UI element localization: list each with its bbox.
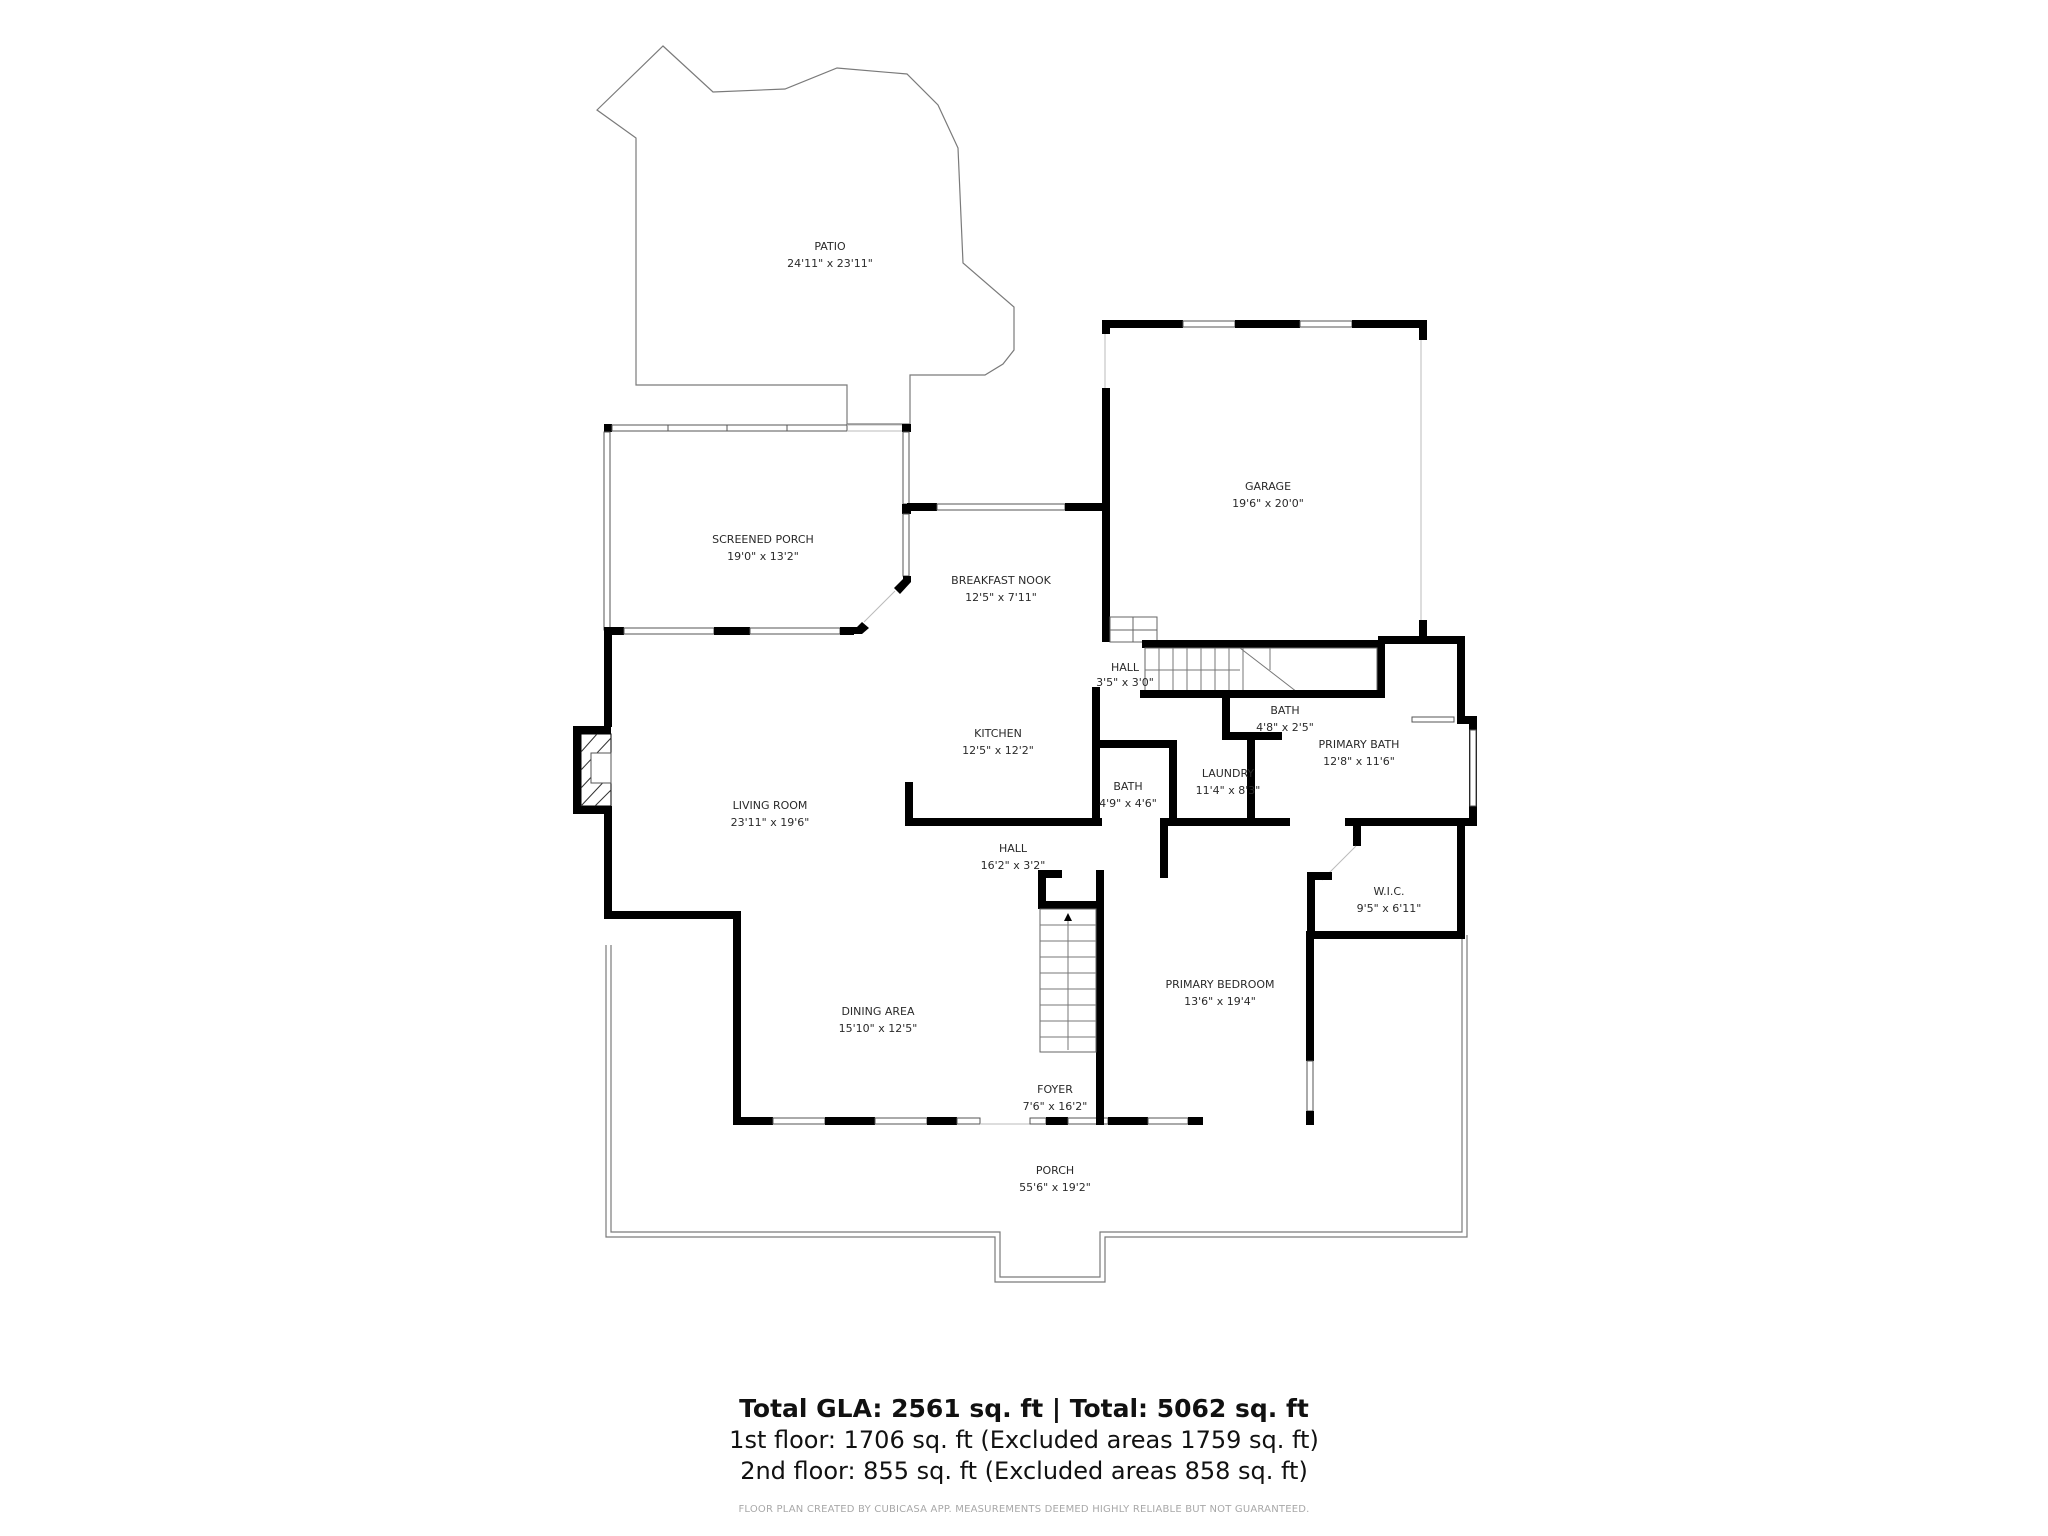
svg-text:W.I.C.: W.I.C. <box>1373 885 1404 898</box>
room-kitchen: KITCHEN 12'5" x 12'2" <box>962 727 1034 757</box>
exterior-walls <box>573 627 1464 1125</box>
room-porch: PORCH 55'6" x 19'2" <box>1019 1164 1091 1194</box>
svg-text:BATH: BATH <box>1113 780 1142 793</box>
svg-text:13'6" x 19'4": 13'6" x 19'4" <box>1184 995 1256 1008</box>
screened-porch-walls <box>603 424 911 635</box>
room-hall: HALL 16'2" x 3'2" <box>981 842 1046 872</box>
total-area-summary: Total GLA: 2561 sq. ft | Total: 5062 sq.… <box>739 1394 1309 1423</box>
svg-text:SCREENED PORCH: SCREENED PORCH <box>712 533 814 546</box>
room-laundry: LAUNDRY 11'4" x 8'3" <box>1196 767 1261 797</box>
room-hall-small: HALL 3'5" x 3'0" <box>1096 661 1154 689</box>
second-floor-area: 2nd floor: 855 sq. ft (Excluded areas 85… <box>740 1457 1308 1485</box>
svg-text:15'10" x 12'5": 15'10" x 12'5" <box>839 1022 918 1035</box>
svg-text:19'0" x 13'2": 19'0" x 13'2" <box>727 550 799 563</box>
room-dining-area: DINING AREA 15'10" x 12'5" <box>839 1005 918 1035</box>
foyer-stairs <box>1039 908 1097 1053</box>
svg-text:LAUNDRY: LAUNDRY <box>1202 767 1255 780</box>
svg-text:3'5" x 3'0": 3'5" x 3'0" <box>1096 676 1154 689</box>
svg-text:19'6" x 20'0": 19'6" x 20'0" <box>1232 497 1304 510</box>
svg-text:12'5" x 7'11": 12'5" x 7'11" <box>965 591 1037 604</box>
room-foyer: FOYER 7'6" x 16'2" <box>1023 1083 1088 1113</box>
svg-text:9'5" x 6'11": 9'5" x 6'11" <box>1357 902 1422 915</box>
svg-text:BATH: BATH <box>1270 704 1299 717</box>
svg-text:GARAGE: GARAGE <box>1245 480 1291 493</box>
svg-text:HALL: HALL <box>1111 661 1140 674</box>
svg-text:DINING AREA: DINING AREA <box>841 1005 915 1018</box>
svg-text:12'5" x 12'2": 12'5" x 12'2" <box>962 744 1034 757</box>
hall-stairs <box>1140 647 1385 698</box>
svg-text:4'9" x 4'6": 4'9" x 4'6" <box>1099 797 1157 810</box>
svg-text:LIVING ROOM: LIVING ROOM <box>733 799 808 812</box>
room-bath: BATH 4'9" x 4'6" <box>1099 780 1157 810</box>
room-breakfast-nook: BREAKFAST NOOK 12'5" x 7'11" <box>951 574 1051 604</box>
interior-walls <box>905 687 1460 935</box>
room-primary-bedroom: PRIMARY BEDROOM 13'6" x 19'4" <box>1165 978 1274 1008</box>
disclaimer: FLOOR PLAN CREATED BY CUBICASA APP. MEAS… <box>738 1504 1310 1515</box>
patio-outline <box>596 45 1015 425</box>
svg-text:KITCHEN: KITCHEN <box>974 727 1022 740</box>
svg-text:BREAKFAST NOOK: BREAKFAST NOOK <box>951 574 1051 587</box>
room-living-room: LIVING ROOM 23'11" x 19'6" <box>731 799 810 829</box>
svg-text:7'6" x 16'2": 7'6" x 16'2" <box>1023 1100 1088 1113</box>
svg-text:24'11" x 23'11": 24'11" x 23'11" <box>787 257 873 270</box>
svg-text:55'6" x 19'2": 55'6" x 19'2" <box>1019 1181 1091 1194</box>
svg-text:11'4" x 8'3": 11'4" x 8'3" <box>1196 784 1261 797</box>
room-primary-bath: PRIMARY BATH 12'8" x 11'6" <box>1319 738 1400 768</box>
svg-text:16'2" x 3'2": 16'2" x 3'2" <box>981 859 1046 872</box>
svg-text:PORCH: PORCH <box>1036 1164 1074 1177</box>
svg-text:23'11" x 19'6": 23'11" x 19'6" <box>731 816 810 829</box>
svg-text:PRIMARY BATH: PRIMARY BATH <box>1319 738 1400 751</box>
room-screened-porch: SCREENED PORCH 19'0" x 13'2" <box>712 533 814 563</box>
garage-walls <box>907 320 1477 939</box>
svg-text:FOYER: FOYER <box>1037 1083 1073 1096</box>
svg-text:PATIO: PATIO <box>814 240 846 253</box>
room-wic: W.I.C. 9'5" x 6'11" <box>1357 885 1422 915</box>
svg-text:HALL: HALL <box>999 842 1028 855</box>
svg-text:4'8" x 2'5": 4'8" x 2'5" <box>1256 721 1314 734</box>
first-floor-area: 1st floor: 1706 sq. ft (Excluded areas 1… <box>729 1426 1319 1454</box>
svg-text:12'8" x 11'6": 12'8" x 11'6" <box>1323 755 1395 768</box>
room-bath-small: BATH 4'8" x 2'5" <box>1256 704 1314 734</box>
porch-outline <box>605 935 1468 1283</box>
svg-text:PRIMARY BEDROOM: PRIMARY BEDROOM <box>1165 978 1274 991</box>
room-patio: PATIO 24'11" x 23'11" <box>787 240 873 270</box>
room-garage: GARAGE 19'6" x 20'0" <box>1232 480 1304 510</box>
